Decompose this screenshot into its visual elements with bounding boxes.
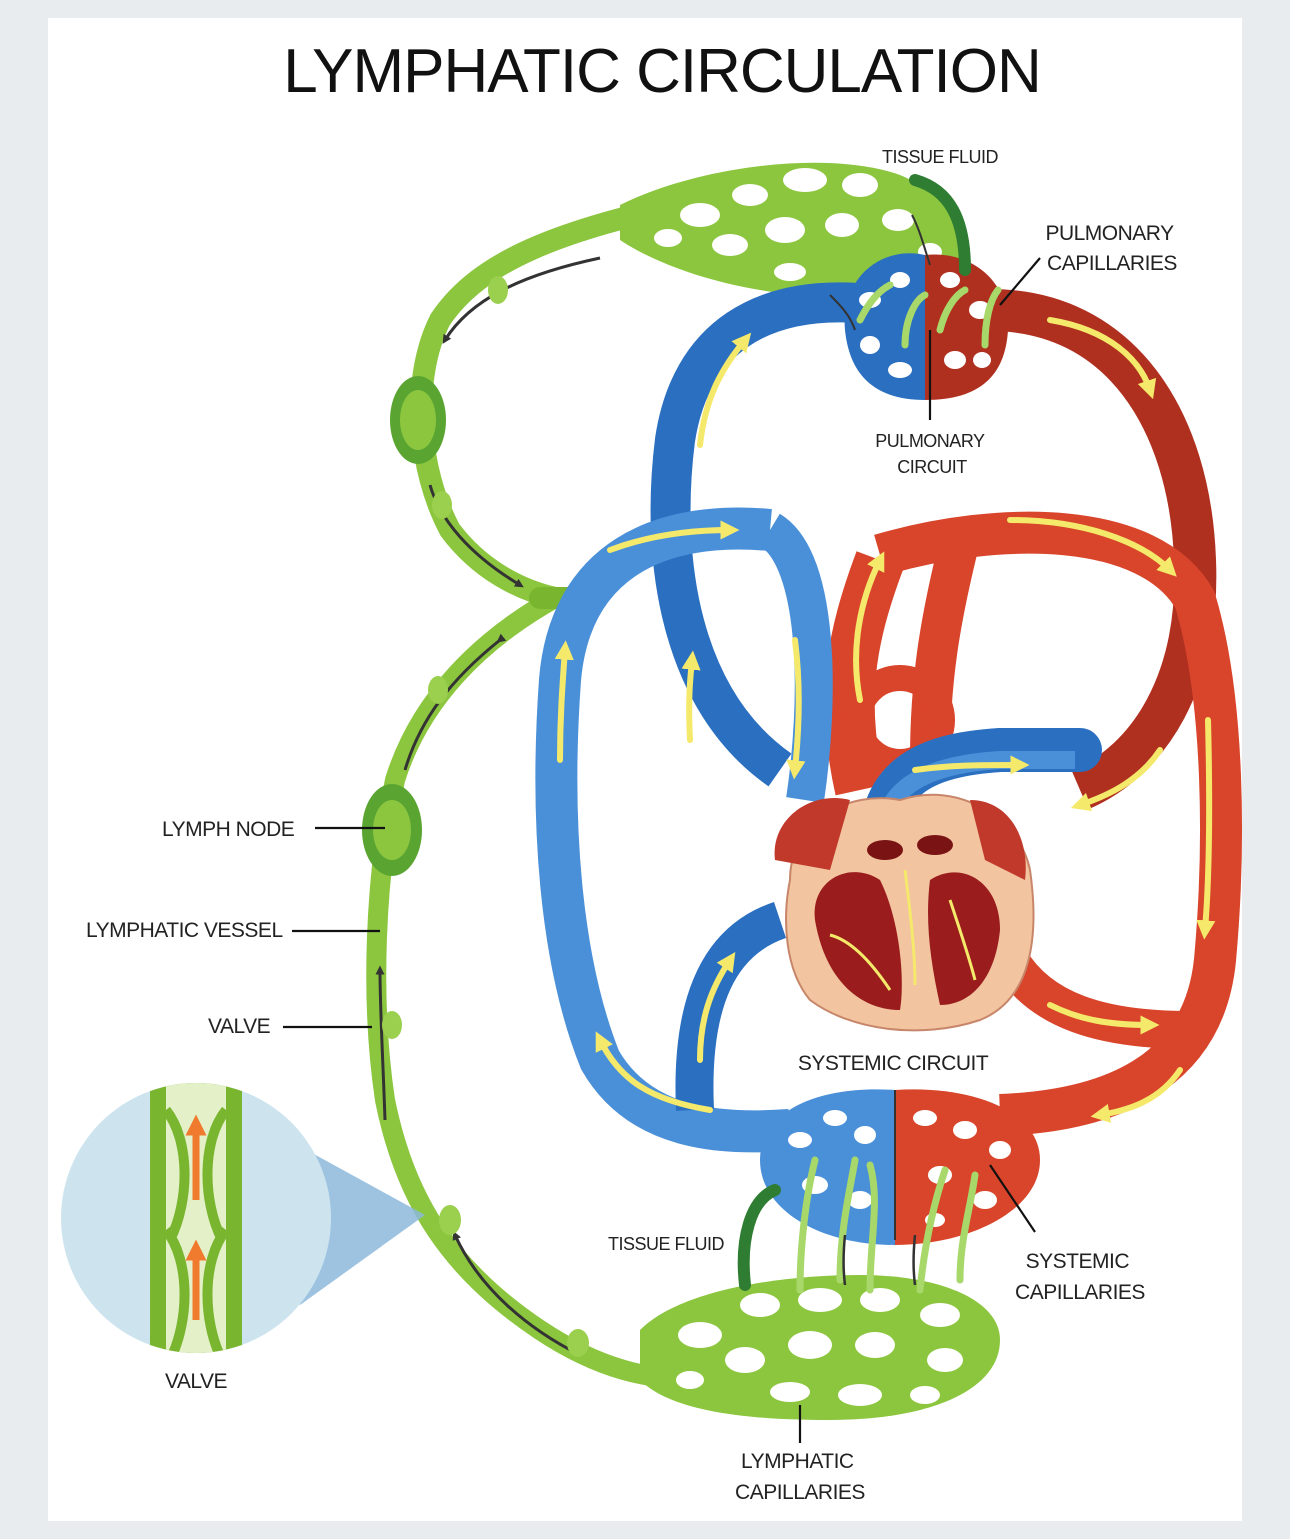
valve-inset — [61, 1083, 425, 1353]
label-tissue-fluid-top: TISSUE FLUID — [882, 147, 999, 167]
label-systemic-circuit: SYSTEMIC CIRCUIT — [798, 1052, 989, 1075]
arteries — [824, 289, 1242, 1136]
label-lymphatic-capillaries: LYMPHATIC CAPILLARIES — [735, 1450, 865, 1504]
lymphatic-vessels — [362, 162, 1000, 1420]
labels: TISSUE FLUID PULMONARY CAPILLARIES PULMO… — [86, 147, 1178, 1504]
label-lymph-node: LYMPH NODE — [162, 818, 295, 841]
systemic-capillaries — [737, 1089, 1040, 1294]
lymph-node-upper — [390, 376, 446, 464]
heart — [774, 793, 1035, 1032]
label-pulmonary-circuit: PULMONARY CIRCUIT — [875, 431, 988, 477]
diagram-title: LYMPHATIC CIRCULATION — [283, 37, 1041, 106]
label-pulmonary-capillaries: PULMONARY CAPILLARIES — [1045, 222, 1178, 275]
label-tissue-fluid-bottom: TISSUE FLUID — [608, 1234, 725, 1254]
tissue-fluid-tube-top — [909, 174, 971, 276]
label-valve-left: VALVE — [208, 1015, 271, 1038]
pulmonary-capillaries — [829, 174, 1009, 400]
label-systemic-capillaries: SYSTEMIC CAPILLARIES — [1015, 1250, 1145, 1304]
label-valve-inset: VALVE — [165, 1370, 228, 1393]
label-lymphatic-vessel: LYMPHATIC VESSEL — [86, 919, 283, 942]
veins — [535, 282, 1102, 1153]
lymph-node-lower — [362, 784, 422, 876]
tissue-fluid-tube-bottom — [737, 1184, 781, 1291]
